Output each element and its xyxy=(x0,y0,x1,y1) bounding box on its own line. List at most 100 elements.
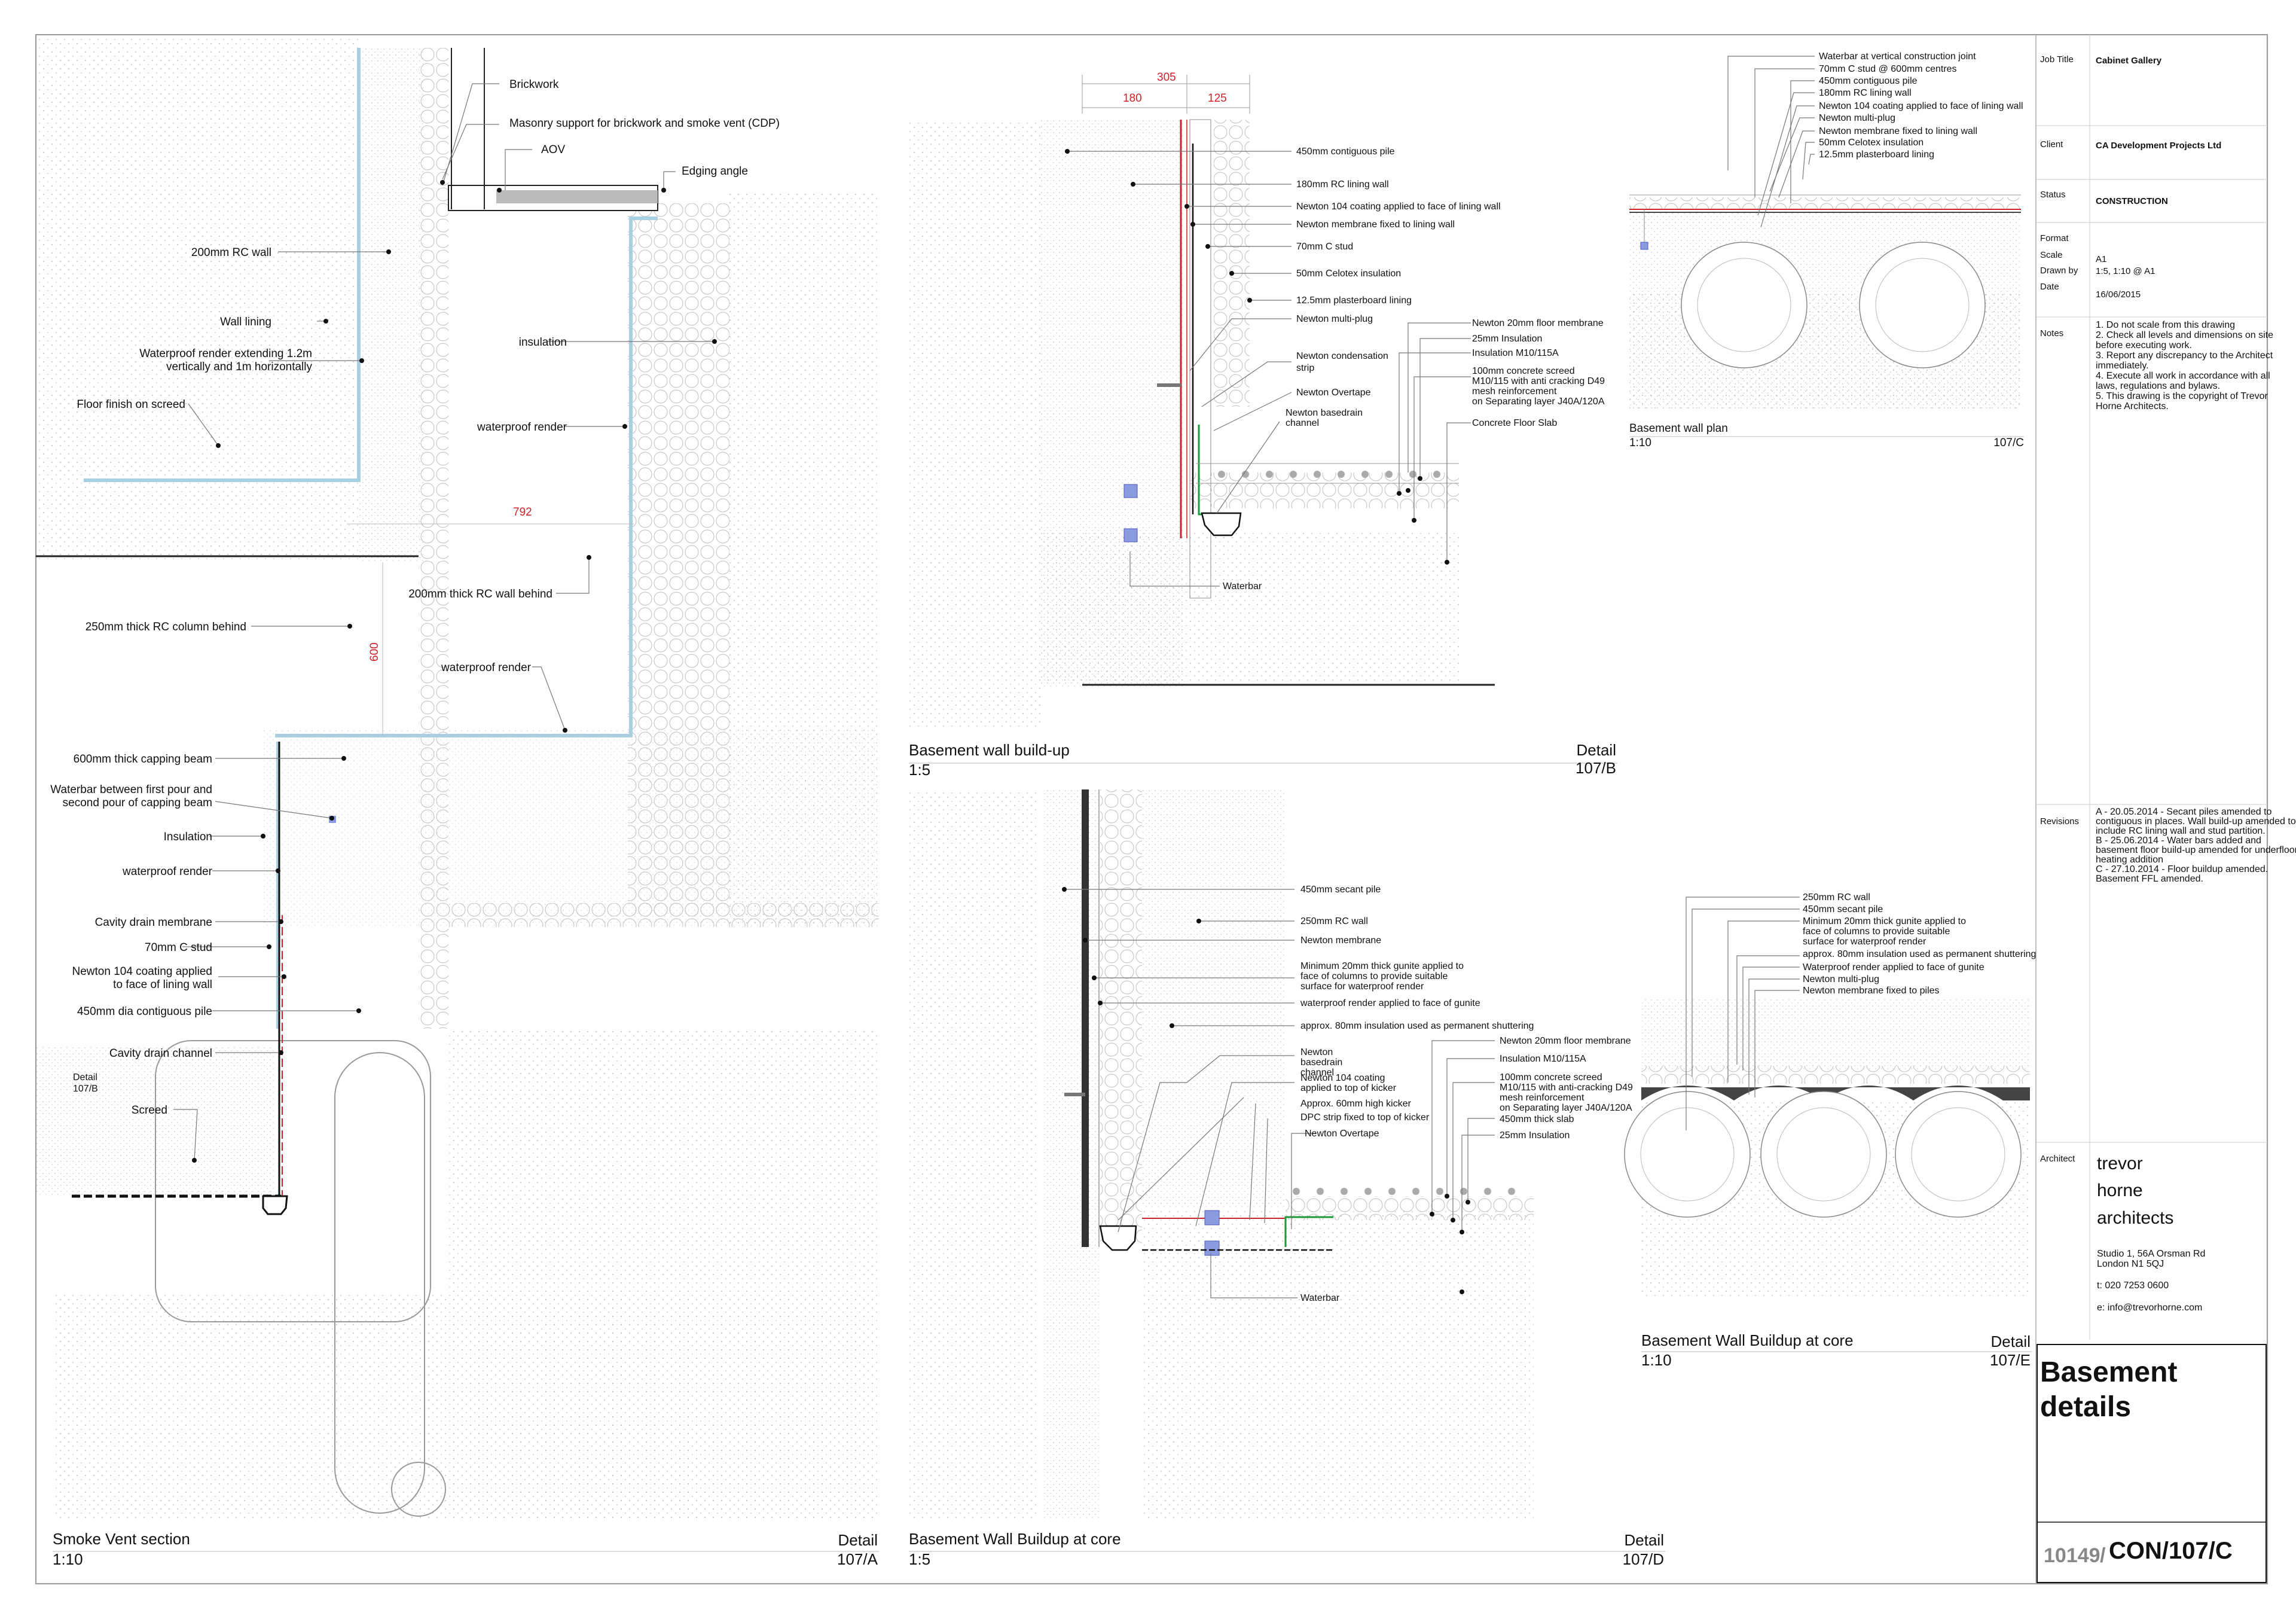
detail-d-drawing xyxy=(909,789,1534,1519)
detail-c-ref: 107/C xyxy=(1993,437,2024,449)
b-label-4: 70mm C stud xyxy=(1296,242,1353,252)
d-label-9: basedrain xyxy=(1300,1057,1342,1068)
b-label-8: Newton condensation xyxy=(1296,351,1388,361)
note-line-8: Horne Architects. xyxy=(2096,401,2169,411)
d-label-4: face of columns to provide suitable xyxy=(1300,971,1448,981)
e-label-1: 450mm secant pile xyxy=(1803,904,1883,914)
b-label-1: 180mm RC lining wall xyxy=(1296,179,1389,190)
d-label-7: approx. 80mm insulation used as permanen… xyxy=(1300,1021,1534,1031)
d-label-10: channel xyxy=(1300,1068,1334,1078)
detail-a-labels: Brickwork Masonry support for brickwork … xyxy=(50,78,780,1117)
label-cavity-drain-channel: Cavity drain channel xyxy=(109,1047,212,1060)
d-label-18: 100mm concrete screed xyxy=(1500,1072,1602,1083)
detail-b-ref-label: Detail xyxy=(1577,741,1616,759)
detail-e-leaders xyxy=(1686,897,1800,1130)
b-label-12: channel xyxy=(1286,418,1319,428)
detail-d-scale: 1:5 xyxy=(909,1550,930,1568)
detail-e-title-text: Basement Wall Buildup at core xyxy=(1641,1331,1854,1349)
note-line-7: 5. This drawing is the copyright of Trev… xyxy=(2096,391,2268,401)
note-line-3: 3. Report any discrepancy to the Archite… xyxy=(2096,350,2273,361)
label-newton-104-1: Newton 104 coating applied xyxy=(72,965,212,978)
c-label-3: 180mm RC lining wall xyxy=(1819,88,1912,98)
b-label-13: Newton 20mm floor membrane xyxy=(1472,318,1604,328)
d-label-13: Newton 104 coating xyxy=(1300,1073,1385,1083)
label-waterbar-2: second pour of capping beam xyxy=(63,797,212,809)
b-label-2: Newton 104 coating applied to face of li… xyxy=(1296,202,1501,212)
address-line-1: London N1 5QJ xyxy=(2097,1259,2164,1269)
dim-305: 305 xyxy=(1157,71,1176,84)
label-capping-beam: 600mm thick capping beam xyxy=(74,753,212,766)
detail-e-ref-label: Detail xyxy=(1991,1333,2031,1350)
revision-line-0: A - 20.05.2014 - Secant piles amended to xyxy=(2096,807,2272,817)
architect-line-0: trevor xyxy=(2097,1154,2143,1173)
b-label-18: mesh reinforcement xyxy=(1472,386,1557,397)
d-label-23: 25mm Insulation xyxy=(1500,1130,1570,1141)
b-label-20: Concrete Floor Slab xyxy=(1472,418,1557,428)
format-value: A1 xyxy=(2096,254,2106,264)
label-aov: AOV xyxy=(541,144,565,156)
title-block-text: Job Title Cabinet Gallery Client CA Deve… xyxy=(2040,54,2296,1567)
note-line-0: 1. Do not scale from this drawing xyxy=(2096,320,2235,330)
job-title-label: Job Title xyxy=(2040,54,2074,65)
detail-d-labels: 450mm secant pile 250mm RC wall Newton m… xyxy=(1300,885,1633,1303)
detail-c-title-text: Basement wall plan xyxy=(1629,422,1728,435)
detail-a-drawing: 792 600 xyxy=(36,36,879,1519)
label-waterproof-render-2: vertically and 1m horizontally xyxy=(166,361,312,373)
architect-label: Architect xyxy=(2040,1154,2075,1164)
label-detail-ref: Detail xyxy=(73,1072,97,1083)
address-line-0: Studio 1, 56A Orsman Rd xyxy=(2097,1249,2205,1259)
label-detail-ref-num: 107/B xyxy=(73,1084,98,1094)
c-label-6: Newton membrane fixed to lining wall xyxy=(1819,126,1977,136)
d-label-1: 250mm RC wall xyxy=(1300,916,1368,926)
d-label-17: Newton Overtape xyxy=(1305,1129,1379,1139)
job-number: 10149 xyxy=(2044,1544,2100,1567)
d-label-2: Newton membrane xyxy=(1300,935,1381,946)
b-label-0: 450mm contiguous pile xyxy=(1296,147,1395,157)
drawing-title-line-0: Basement xyxy=(2040,1356,2177,1388)
d-label-20: mesh reinforcement xyxy=(1500,1093,1584,1103)
c-label-5: Newton multi-plug xyxy=(1819,113,1895,123)
client-value: CA Development Projects Ltd xyxy=(2096,141,2221,151)
d-label-8: Newton xyxy=(1300,1047,1333,1057)
c-label-2: 450mm contiguous pile xyxy=(1819,76,1918,86)
label-insulation-2: Insulation xyxy=(164,831,212,843)
b-label-21: Waterbar xyxy=(1223,581,1262,592)
format-label: Format xyxy=(2040,233,2069,243)
detail-e-labels: 250mm RC wall 450mm secant pile Minimum … xyxy=(1803,892,2036,996)
label-200mm-rc-wall: 200mm RC wall xyxy=(191,246,271,259)
detail-a-leader-dots xyxy=(192,180,717,1163)
detail-e-title: Basement Wall Buildup at core 1:10 Detai… xyxy=(1641,1331,2032,1369)
label-waterproof-render-3: waterproof render xyxy=(441,661,532,674)
detail-b-scale: 1:5 xyxy=(909,761,930,779)
label-200mm-thick-rc-wall-behind: 200mm thick RC wall behind xyxy=(408,588,552,600)
label-waterproof-render: waterproof render xyxy=(477,421,567,434)
date-label: Date xyxy=(2040,282,2059,292)
detail-a-ref-label: Detail xyxy=(838,1531,878,1549)
d-label-15: Approx. 60mm high kicker xyxy=(1300,1099,1412,1109)
sheet-border xyxy=(35,34,2268,1584)
detail-a-title-text: Smoke Vent section xyxy=(53,1530,190,1548)
label-screed: Screed xyxy=(132,1104,167,1117)
dim-125: 125 xyxy=(1208,92,1227,105)
note-line-5: 4. Execute all work in accordance with a… xyxy=(2096,371,2270,381)
drawn-by-label: Drawn by xyxy=(2040,266,2078,276)
e-label-6: Waterproof render applied to face of gun… xyxy=(1803,962,1984,972)
revision-line-1: contiguous in places. Wall build-up amen… xyxy=(2096,816,2296,827)
revision-line-5: heating addition xyxy=(2096,855,2163,865)
d-label-6: waterproof render applied to face of gun… xyxy=(1300,998,1480,1008)
b-label-3: Newton membrane fixed to lining wall xyxy=(1296,219,1455,230)
d-label-24: Waterbar xyxy=(1300,1293,1340,1303)
label-insulation: insulation xyxy=(519,336,567,349)
b-label-11: Newton basedrain xyxy=(1286,408,1363,418)
scale-value: 1:5, 1:10 @ A1 xyxy=(2096,266,2155,276)
b-label-14: 25mm Insulation xyxy=(1472,334,1542,344)
revision-line-6: C - 27.10.2014 - Floor buildup amended. xyxy=(2096,864,2268,874)
label-masonry-support: Masonry support for brickwork and smoke … xyxy=(509,117,780,130)
detail-e-scale: 1:10 xyxy=(1641,1351,1672,1369)
detail-b-title: Basement wall build-up 1:5 Detail 107/B xyxy=(909,741,1617,779)
dim-180: 180 xyxy=(1123,92,1142,105)
b-label-9: strip xyxy=(1296,363,1314,373)
detail-a-ref: 107/A xyxy=(837,1550,878,1568)
label-waterproof-render-4: waterproof render xyxy=(122,865,213,878)
detail-d-dots xyxy=(1293,1188,1515,1195)
